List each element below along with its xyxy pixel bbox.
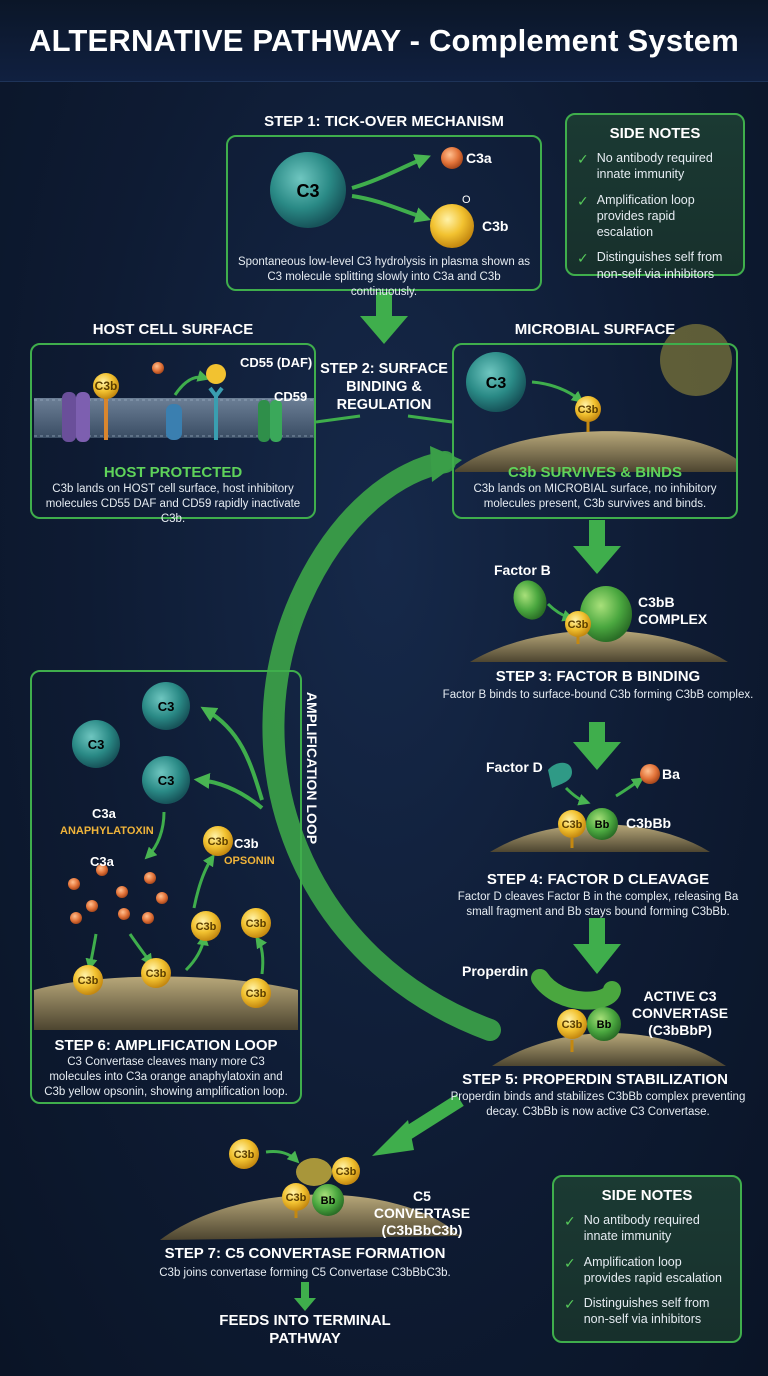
step7-graphics: C3b C3b C3b Bb [229,1139,360,1216]
step6-panel [30,670,302,1104]
side-note-item: ✓Distinguishes self from non-self via in… [564,1296,710,1327]
side-notes-bottom: SIDE NOTES ✓No antibody required innate … [552,1175,742,1343]
step7-desc: C3b joins convertase forming C5 Converta… [159,1267,451,1279]
cd59-label: CD59 [274,389,307,404]
c3-label: C3 [296,181,319,201]
step1-heading: STEP 1: TICK-OVER MECHANISM [264,113,504,130]
check-icon: ✓ [577,192,589,209]
step7-c3b-label: C3b [234,1149,255,1161]
properdin-label: Properdin [462,963,528,979]
c3a-fragments [68,864,168,924]
step1-desc: Spontaneous low-level C3 hydrolysis in p… [237,256,531,298]
microbial-heading: MICROBIAL SURFACE [514,321,676,338]
c3bbb-label: C3bBb [626,815,671,831]
step4-heading: STEP 4: FACTOR D CLEAVAGE [486,871,710,888]
side-note-item: ✓Amplification loop provides rapid escal… [564,1254,723,1285]
svg-text:C3b: C3b [196,921,217,933]
svg-text:C3a: C3a [90,854,115,869]
step5-bb-label: Bb [597,1019,612,1031]
ba-label: Ba [662,766,680,782]
svg-text:C3: C3 [158,773,175,788]
terminal-pathway-label: FEEDS INTO TERMINAL PATHWAY [219,1312,391,1347]
step5-desc: Properdin binds and stabilizes C3bBb com… [450,1091,746,1118]
step6-c3b-label: C3b [234,836,259,851]
svg-text:C3b: C3b [246,918,267,930]
svg-text:C3b: C3b [246,988,267,1000]
microbial-status: C3b SURVIVES & BINDS [508,464,682,481]
c3a-molecule [441,147,463,169]
microbial-panel [452,343,738,519]
host-heading: HOST CELL SURFACE [92,321,254,338]
host-status: HOST PROTECTED [103,464,243,481]
check-icon: ✓ [577,151,589,167]
step4-desc: Factor D cleaves Factor B in the complex… [457,891,739,918]
factor-b-label: Factor B [494,562,551,578]
page-title: ALTERNATIVE PATHWAY - Complement System [29,22,739,58]
microbial-c3-label: C3 [486,375,507,392]
side-notes-title: SIDE NOTES [609,125,701,142]
step6-graphics: C3 C3 C3 C3a ANAPHYLATOXIN C3a C3b OPSON… [60,699,275,1008]
step2-heading: STEP 2: SURFACE BINDING & REGULATION [320,361,448,414]
microbial-c3b-label: C3b [578,404,599,416]
host-panel [30,343,316,519]
step7-bb-label: Bb [321,1195,336,1207]
side-note-item: ✓No antibody required innate immunity [577,151,713,182]
step5-c3b-label: C3b [562,1019,583,1031]
svg-text:C3b: C3b [78,975,99,987]
microbial-labels: C3 C3b [486,375,601,422]
check-icon: ✓ [577,250,589,267]
microbial-desc: C3b lands on MICROBIAL surface, no inhib… [473,483,717,510]
svg-text:C3b: C3b [146,968,167,980]
c3-molecule [270,152,346,228]
check-icon: ✓ [564,1213,576,1229]
c5-convertase-label: C5 CONVERTASE (C3bBbC3b) [373,1188,471,1238]
step1-labels: C3 C3a C3b O [296,150,508,234]
title-bar: ALTERNATIVE PATHWAY - Complement System [0,0,768,82]
host-c3b-label: C3b [95,379,118,393]
c3b-molecule [430,204,474,248]
c3b-opsonin-group: C3b C3b C3b C3b C3b C3b [73,826,271,1008]
step7-heading: STEP 7: C5 CONVERTASE FORMATION [164,1245,446,1262]
svg-text:C3: C3 [88,737,105,752]
step5-graphics: Properdin C3b Bb [462,963,621,1041]
step6-heading: STEP 6: AMPLIFICATION LOOP [54,1037,278,1054]
step6-c3a-label: C3a [92,806,117,821]
step4-graphics: Factor D Ba C3b Bb C3bBb [486,759,680,840]
host-desc: C3b lands on HOST cell surface, host inh… [45,483,301,525]
side-note-item: ✓Distinguishes self from non-self via in… [577,250,723,281]
side-note-item: ✓No antibody required innate immunity [564,1213,700,1244]
opsonin-label: OPSONIN [224,855,275,867]
svg-text:C3b: C3b [286,1192,307,1204]
side-notes-title: SIDE NOTES [601,1187,693,1204]
c3a-label: C3a [466,150,492,166]
check-icon: ✓ [564,1296,576,1312]
cd55-label: CD55 (DAF) [240,355,312,370]
side-notes-top: SIDE NOTES ✓No antibody required innate … [565,113,745,281]
amplification-loop-arc [262,451,501,1041]
step5-heading: STEP 5: PROPERDIN STABILIZATION [462,1071,728,1088]
step6-desc: C3 Convertase cleaves many more C3 molec… [44,1056,288,1098]
c3b-label: C3b [482,218,508,234]
amplification-loop-label: AMPLIFICATION LOOP [304,691,320,845]
step3-graphics: Factor B C3b [494,562,591,637]
svg-text:C3b: C3b [208,836,229,848]
check-icon: ✓ [564,1254,576,1271]
anaphylatoxin-label: ANAPHYLATOXIN [60,825,154,837]
step3-desc: Factor B binds to surface-bound C3b form… [442,689,754,701]
oxygen-label: O [462,194,471,206]
step1-panel [226,135,542,291]
step3-c3b-label: C3b [568,619,589,631]
factor-d-label: Factor D [486,759,543,775]
svg-text:C3b: C3b [336,1166,357,1178]
step6-c3-label: C3 [158,699,175,714]
side-note-item: ✓Amplification loop provides rapid escal… [577,192,695,240]
step4-bb-label: Bb [595,819,610,831]
host-labels: C3b CD55 (DAF) CD59 [95,355,313,404]
c3bb-complex-label: C3bB COMPLEX [638,594,708,627]
active-c3-convertase-label: ACTIVE C3 CONVERTASE (C3bBbP) [631,988,729,1038]
step3-heading: STEP 3: FACTOR B BINDING [495,668,701,685]
step4-c3b-label: C3b [562,819,583,831]
